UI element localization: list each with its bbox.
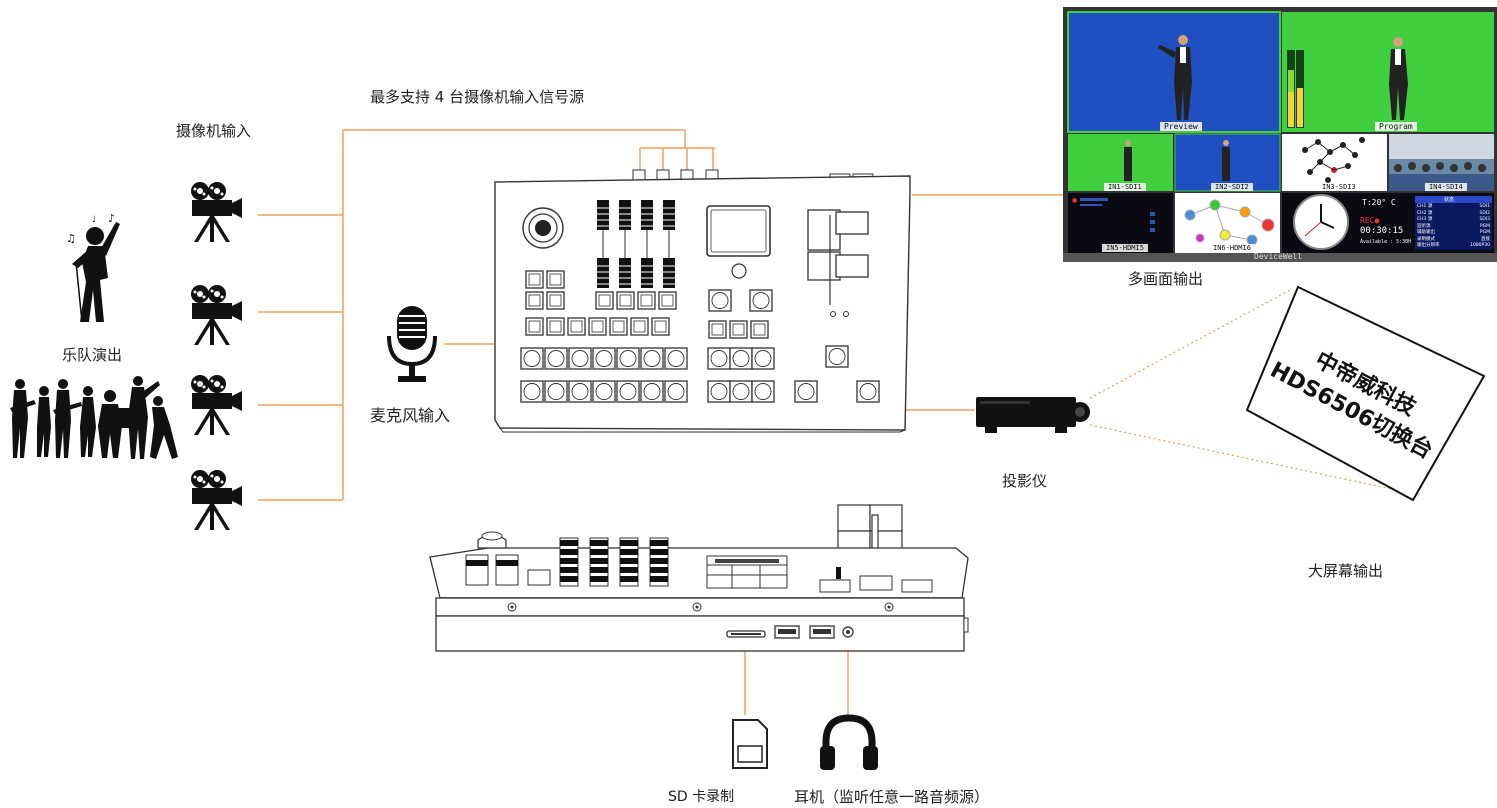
sd-card-icon xyxy=(732,719,768,769)
molecule-model xyxy=(1302,137,1365,183)
band-performance-label: 乐队演出 xyxy=(62,346,123,364)
multiview-brand: DeviceWell xyxy=(1254,252,1303,261)
presenter-figure xyxy=(1158,35,1192,120)
camera-icon xyxy=(191,470,242,530)
sd-card-record-label: SD 卡录制 xyxy=(668,789,735,805)
in4-label: IN4-SDI4 xyxy=(1425,183,1467,191)
svg-text:♩: ♩ xyxy=(92,215,96,225)
projection-beams xyxy=(1089,289,1421,496)
projector-label: 投影仪 xyxy=(1002,472,1048,490)
big-screen-output-label: 大屏幕输出 xyxy=(1308,562,1384,580)
in6-label: IN6-HDMI6 xyxy=(1209,244,1255,252)
headphones-label: 耳机（监听任意一路音频源） xyxy=(794,788,990,806)
presenter-figure xyxy=(1389,37,1408,120)
program-label: Program xyxy=(1375,122,1417,131)
switcher-top-view xyxy=(494,169,911,433)
multiview-output-label: 多画面输出 xyxy=(1128,270,1204,288)
camera-icon xyxy=(191,375,242,435)
projection-screen xyxy=(1245,285,1486,502)
switcher-front-view xyxy=(429,504,969,652)
camera-bus-lines xyxy=(258,129,715,501)
camera-icon xyxy=(191,285,242,345)
projector-icon xyxy=(976,397,1090,433)
headphones-icon xyxy=(820,714,878,770)
svg-text:●: ● xyxy=(1072,197,1077,204)
status-panel-title: 状态 xyxy=(1444,197,1455,203)
preview-label: Preview xyxy=(1160,122,1202,131)
status-row: 录制模式直接 xyxy=(1417,236,1490,242)
in2-label: IN2-SDI2 xyxy=(1211,183,1253,191)
band-silhouette xyxy=(10,376,178,459)
in3-label: IN3-SDI3 xyxy=(1318,183,1360,191)
multiview-monitor: ● xyxy=(1063,7,1497,262)
singer-silhouette: ♪ ♫ ♩ xyxy=(66,212,120,323)
microphone-icon xyxy=(387,306,437,382)
in1-label: IN1-SDI1 xyxy=(1104,183,1146,191)
svg-text:♫: ♫ xyxy=(66,232,76,245)
svg-text:♪: ♪ xyxy=(108,212,115,225)
rec-indicator: REC● xyxy=(1360,216,1380,225)
available-readout: Available : 5:30H xyxy=(1360,239,1412,245)
camera-input-label: 摄像机输入 xyxy=(176,122,252,140)
in5-label: IN5-HDMI5 xyxy=(1102,244,1148,252)
temperature-readout: T:20° C xyxy=(1362,198,1396,207)
max-support-label: 最多支持 4 台摄像机输入信号源 xyxy=(370,88,585,106)
classroom-image xyxy=(1389,134,1494,191)
molecule-color-model xyxy=(1184,199,1275,246)
rec-timer: 00:30:15 xyxy=(1360,226,1404,236)
microphone-input-label: 麦克风输入 xyxy=(370,406,451,425)
camera-icon xyxy=(191,182,242,242)
